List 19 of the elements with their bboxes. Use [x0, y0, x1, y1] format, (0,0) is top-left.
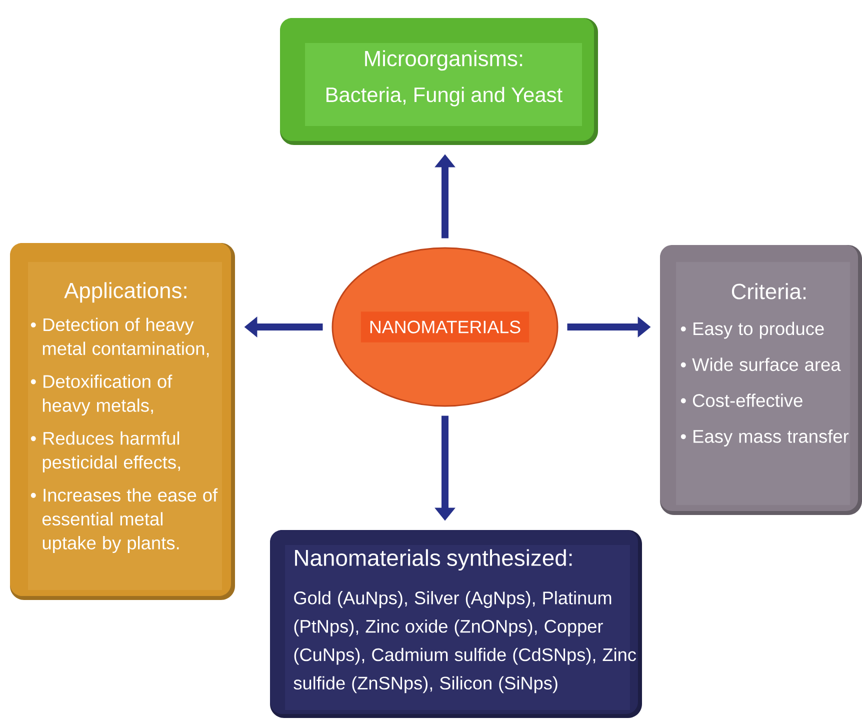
body-text: Bacteria, Fungi and Yeast — [326, 86, 562, 106]
info-box — [660, 245, 862, 515]
bullet-item: • Wide surface area — [680, 358, 841, 372]
heading: Applications: — [64, 282, 186, 303]
info-box — [10, 243, 235, 600]
heading: Criteria: — [732, 283, 806, 300]
bullet-item: • Cost-effective — [680, 394, 802, 407]
bullet-item: • Easy to produce — [680, 322, 824, 339]
body-text: Gold (AuNps), Silver (AgNps), Platinum (PtNps), Zinc oxide (ZnONps), Copper (CuNps), Cadmium sulfide (CdSNps), Zinc sulfide (ZnSNps), Silicon (SiNps) — [294, 591, 636, 694]
info-box — [270, 530, 642, 718]
bullet-item: • Detoxification of heavy metals, — [30, 374, 172, 416]
ellipse-node: NANOMATERIALS — [332, 247, 558, 407]
bullet-item: • Detection of heavy metal contamination, — [30, 318, 209, 358]
heading: Microorganisms: — [365, 50, 522, 71]
bullet-item: • Easy mass transfer — [680, 430, 849, 446]
bullet-item: • Increases the ease of essential metal uptake by plants. — [30, 488, 218, 554]
info-box — [280, 18, 598, 145]
bullet-item: • Reduces harmful pesticidal effects, — [30, 431, 180, 472]
heading: Nanomaterials synthesized: — [295, 549, 572, 571]
